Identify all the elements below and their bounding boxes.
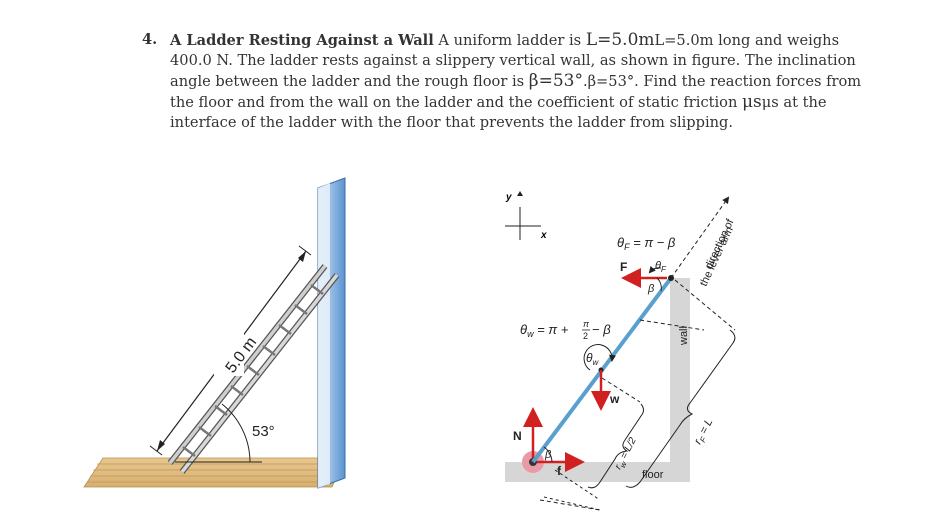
lever-arm-direction: direction of the lever arm: [670, 196, 737, 288]
friction-vector: f β: [537, 446, 585, 478]
rf-label: rF = L: [692, 417, 717, 448]
problem-text-b: long and weighs 400.0 N. The ladder rest…: [170, 32, 856, 90]
beta-top-label: β: [647, 283, 655, 295]
problem-body: A Ladder Resting Against a Wall A unifor…: [170, 30, 862, 133]
beta-bottom-label: β: [544, 449, 552, 461]
weight-label: w: [609, 392, 620, 406]
beta-math: β=53°: [528, 71, 583, 91]
length-math: L=5.0m: [585, 30, 655, 50]
theta-w-arc-label: θw: [586, 351, 600, 367]
problem-text-d: at the interface of the ladder with the …: [170, 94, 827, 131]
normal-vector: N: [513, 407, 543, 458]
x-axis-label: x: [540, 230, 547, 241]
wall-force-label: F: [620, 260, 627, 274]
angle-marker: 53°: [175, 403, 275, 463]
theta-w-two: 2: [583, 331, 588, 341]
problem-statement: 4. A Ladder Resting Against a Wall A uni…: [142, 30, 862, 133]
angle-label: 53°: [252, 423, 275, 440]
mu-math-plain: μs: [761, 94, 779, 111]
theta-w-pi: π: [583, 319, 590, 329]
wooden-floor: [83, 457, 346, 488]
problem-text-a: A uniform ladder is: [433, 32, 586, 49]
length-math-plain: L=5.0m: [654, 32, 714, 49]
weight-vector: w θw: [583, 344, 620, 411]
beta-math-plain: .β=53°: [582, 73, 635, 90]
wall-floor-bars: wall floor: [505, 278, 690, 482]
friction-label: f: [557, 464, 562, 478]
rw-label: rw = L/2: [613, 435, 641, 472]
theta-F-arc-label: θF: [655, 260, 667, 274]
problem-number: 4.: [142, 31, 158, 48]
problem-title: A Ladder Resting Against a Wall: [170, 32, 434, 49]
theta-F-equation: θF = π − β: [617, 235, 676, 252]
theta-w-equation: θw = π +: [520, 322, 569, 339]
problem-text-c: . Find the reaction forces from the floo…: [170, 73, 862, 111]
wall-panel: [317, 177, 346, 489]
ladder: [167, 264, 340, 474]
rf-brace: [539, 279, 736, 511]
rw-brace: [554, 377, 644, 501]
wall-label: wall: [678, 326, 690, 346]
y-axis-label: y: [505, 192, 512, 203]
xy-axes: y x: [505, 191, 547, 241]
normal-label: N: [513, 429, 522, 443]
wall-force-vector: F β θF: [620, 260, 667, 295]
theta-w-minus-beta: − β: [592, 322, 611, 337]
mu-math: μs: [742, 92, 762, 112]
